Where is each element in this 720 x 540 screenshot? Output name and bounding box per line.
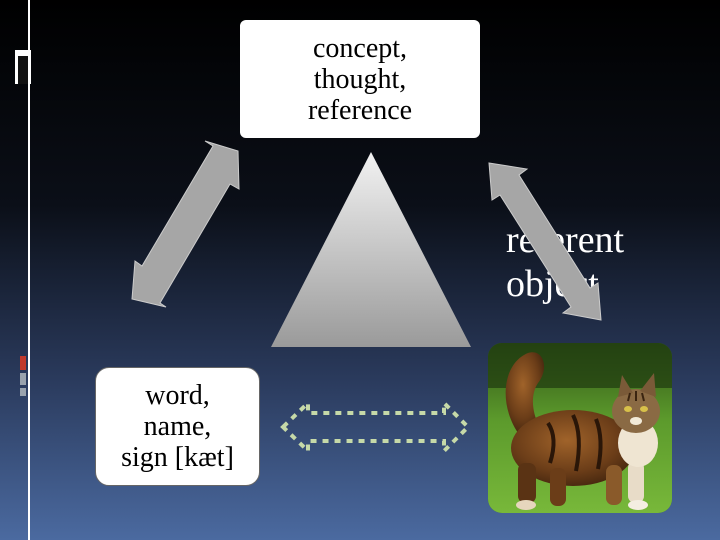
deco-mark-red-1 (20, 356, 26, 370)
word-box-text: word, name, sign [kæt] (121, 380, 234, 473)
deco-mark-gray-2 (20, 388, 26, 396)
word-box: word, name, sign [kæt] (95, 367, 260, 486)
right-double-arrow (488, 162, 602, 321)
center-triangle (271, 152, 471, 347)
slide-left-rule (28, 0, 30, 540)
fluffy-tabby-cat-icon (488, 343, 672, 513)
dotted-double-arrow (280, 398, 471, 456)
deco-mark-top-dark (18, 56, 28, 84)
left-double-arrow (131, 140, 240, 308)
deco-mark-gray-1 (20, 373, 26, 385)
cat-picture (488, 343, 672, 513)
concept-box-text: concept, thought, reference (307, 32, 413, 126)
concept-box: concept, thought, reference (240, 20, 480, 138)
